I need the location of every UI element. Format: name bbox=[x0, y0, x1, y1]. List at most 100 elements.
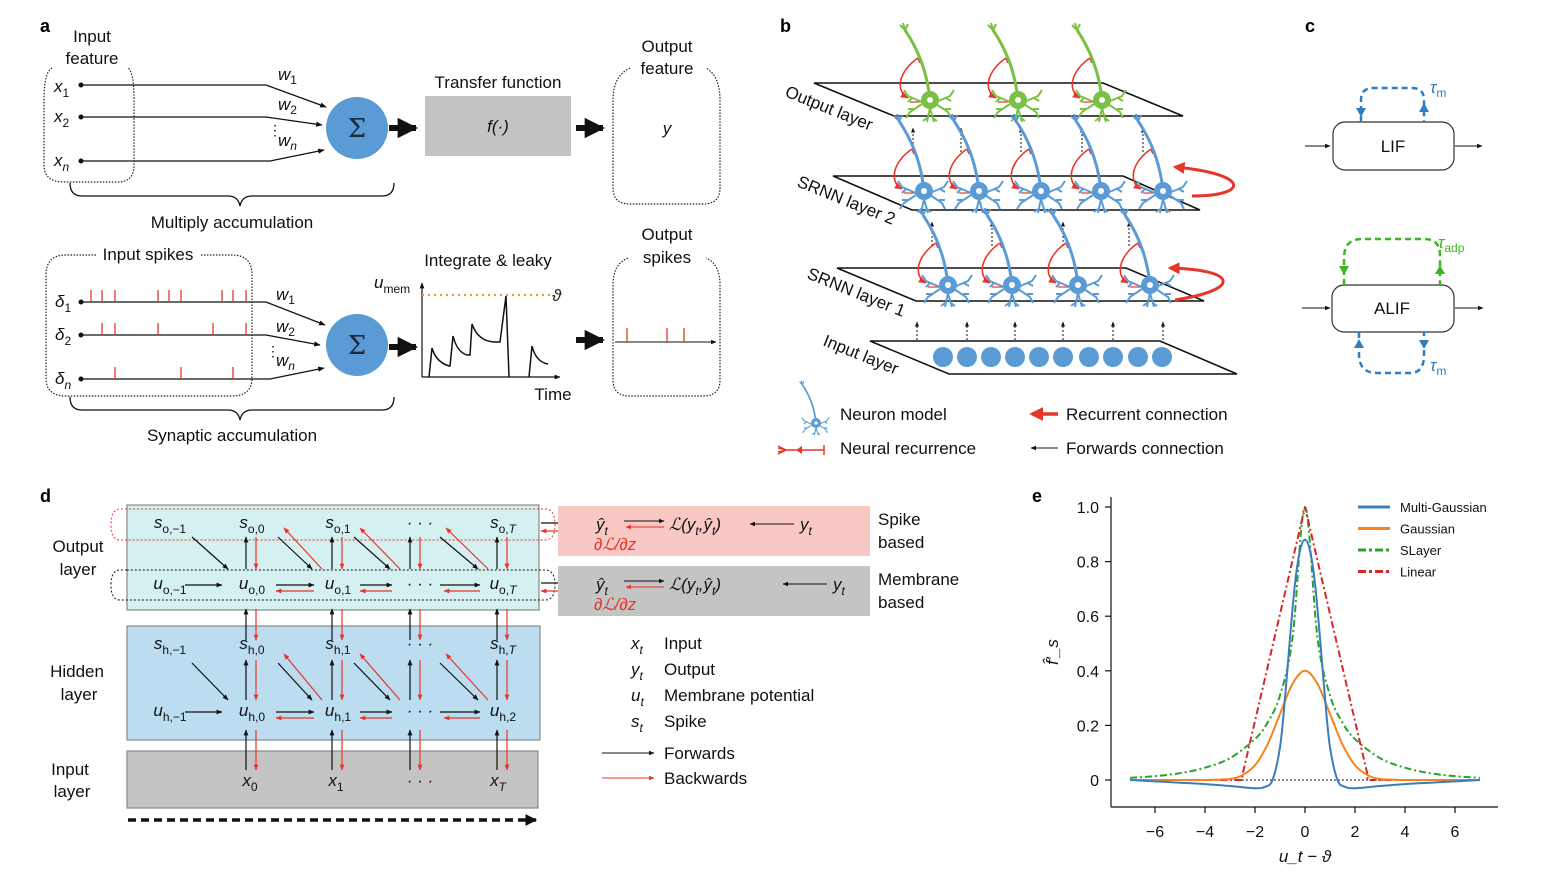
d-input-layer-label-2: layer bbox=[54, 782, 91, 801]
legend-symbol: xt bbox=[630, 634, 644, 657]
alif-tau-m-label: τm bbox=[1430, 356, 1446, 378]
legend-recurrent-connection: Recurrent connection bbox=[1066, 405, 1228, 424]
loss-function: ℒ(yt,ŷt) bbox=[669, 515, 721, 538]
d-output-layer-label-1: Output bbox=[52, 537, 103, 556]
recurrent-backward-arrow bbox=[445, 527, 489, 570]
svg-text:δ2: δ2 bbox=[55, 325, 71, 348]
layer-label-input: Input layer bbox=[821, 331, 902, 378]
legend-symbol: ut bbox=[631, 686, 644, 709]
spike-loss-box bbox=[558, 506, 870, 556]
node-hidden-u: uh,−1 bbox=[153, 701, 186, 724]
srnn-layer-2-plane: SRNN layer 2 bbox=[795, 112, 1236, 229]
recurrent-forward-arrow bbox=[439, 536, 479, 570]
target-y: yt bbox=[832, 575, 846, 598]
neural-recurrence-icon bbox=[777, 445, 825, 455]
node-output-u: uo,T bbox=[490, 574, 518, 597]
snn-weight-w1: w1 bbox=[276, 285, 295, 307]
snn-neuron-diagram: Input spikes δ1 δ2 bbox=[45, 225, 721, 445]
series-line-gaussian bbox=[1129, 669, 1481, 782]
synaptic-caption: Synaptic accumulation bbox=[147, 426, 317, 445]
legend-entry: SLayer bbox=[1358, 543, 1442, 558]
alif-tau-adp-loop bbox=[1342, 237, 1442, 285]
output-y: y bbox=[662, 119, 673, 138]
d-hidden-layer-label-1: Hidden bbox=[50, 662, 104, 681]
svg-text:δn: δn bbox=[55, 369, 71, 392]
recurrent-backward-arrow bbox=[445, 653, 489, 701]
panel-d: d Output layer Hidden layer Input layer … bbox=[40, 486, 959, 826]
legend-backwards: Backwards bbox=[664, 769, 747, 788]
output-feature-box bbox=[612, 67, 721, 205]
snn-sigma-symbol: Σ bbox=[348, 331, 366, 361]
y-tick-label: 0.8 bbox=[1077, 555, 1099, 572]
lif-tau-m-label: τm bbox=[1430, 78, 1446, 100]
x-tick-label: −2 bbox=[1246, 824, 1264, 841]
legend-entry: Multi-Gaussian bbox=[1358, 500, 1487, 515]
unrolled-graph-arrows bbox=[185, 520, 587, 771]
input-spikes-box bbox=[45, 254, 253, 397]
hidden-layer-box bbox=[126, 625, 541, 741]
node-hidden-u: uh,2 bbox=[490, 701, 516, 724]
legend-neural-recurrence: Neural recurrence bbox=[840, 439, 976, 458]
panel-label-c: c bbox=[1305, 16, 1315, 36]
node-hidden-s: sh,1 bbox=[325, 634, 351, 657]
loss-caption-1: Spike bbox=[878, 510, 921, 529]
snn-weight-ellipsis: ⋮ bbox=[266, 343, 280, 359]
transfer-function-title: Transfer function bbox=[435, 73, 562, 92]
spike-train-n: δn bbox=[55, 366, 325, 392]
legend-label: Spike bbox=[664, 712, 707, 731]
svg-text:umem: umem bbox=[374, 273, 410, 296]
loss-caption-2: based bbox=[878, 533, 924, 552]
d-output-layer-label-2: layer bbox=[60, 560, 97, 579]
node-output-u: uo,0 bbox=[239, 574, 265, 597]
node-output-s: so,−1 bbox=[154, 513, 187, 536]
node-input-x: xT bbox=[489, 771, 508, 794]
weight-w2: w2 bbox=[278, 95, 297, 117]
panel-label-a: a bbox=[40, 16, 51, 36]
lif-tau-m-loop bbox=[1359, 86, 1426, 122]
output-spike-marks bbox=[626, 328, 685, 342]
recurrent-forward-arrow bbox=[353, 662, 391, 701]
recurrent-backward-arrow bbox=[359, 527, 401, 570]
input-xn: xn bbox=[53, 148, 325, 174]
legend-label: Linear bbox=[1400, 565, 1437, 580]
membrane-trace bbox=[428, 295, 549, 378]
loss-caption-2: based bbox=[878, 593, 924, 612]
panel-b: b Output layer SRNN layer 2 bbox=[777, 16, 1238, 458]
series-line-multi-gaussian bbox=[1129, 538, 1481, 790]
node-output-s: so,0 bbox=[239, 513, 265, 536]
legend-symbol: st bbox=[631, 712, 644, 735]
legend-symbol: yt bbox=[630, 660, 644, 683]
node-hidden-u: · · · bbox=[407, 701, 433, 720]
panel-label-d: d bbox=[40, 486, 51, 506]
node-hidden-s: sh,0 bbox=[239, 634, 265, 657]
srnn-layer-1-plane: SRNN layer 1 bbox=[805, 206, 1225, 321]
node-input-x: x0 bbox=[241, 771, 258, 794]
node-hidden-s: sh,T bbox=[490, 634, 518, 657]
alif-label: ALIF bbox=[1374, 299, 1410, 318]
y-tick-label: 0.6 bbox=[1077, 609, 1099, 626]
legend-forwards-connection: Forwards connection bbox=[1066, 439, 1224, 458]
legend-label: Input bbox=[664, 634, 702, 653]
y-tick-label: 0.2 bbox=[1077, 718, 1099, 735]
recurrent-forward-arrow bbox=[277, 662, 313, 701]
alif-block: ALIF τadp τm bbox=[1302, 233, 1484, 378]
d-hidden-layer-label-2: layer bbox=[61, 685, 98, 704]
membrane-loss-box bbox=[558, 566, 870, 616]
input-spikes-title: Input spikes bbox=[103, 245, 194, 264]
legend-entry: Linear bbox=[1358, 565, 1437, 580]
node-output-u: uo,−1 bbox=[153, 574, 186, 597]
output-feature-title-2: feature bbox=[641, 59, 694, 78]
panel-label-b: b bbox=[780, 16, 791, 36]
snn-weight-w2: w2 bbox=[276, 317, 295, 339]
integrate-leaky-title: Integrate & leaky bbox=[424, 251, 552, 270]
mac-neuron-diagram: Input feature x1 x2 xn w1 w2 ⋮ wn bbox=[43, 27, 721, 232]
x-axis-label: u_t − ϑ bbox=[1279, 847, 1332, 866]
node-output-s: · · · bbox=[407, 513, 433, 532]
layer-label-srnn1: SRNN layer 1 bbox=[805, 264, 908, 321]
forward-arrows-l1-to-l2 bbox=[930, 221, 1131, 246]
summation-node bbox=[326, 97, 388, 159]
